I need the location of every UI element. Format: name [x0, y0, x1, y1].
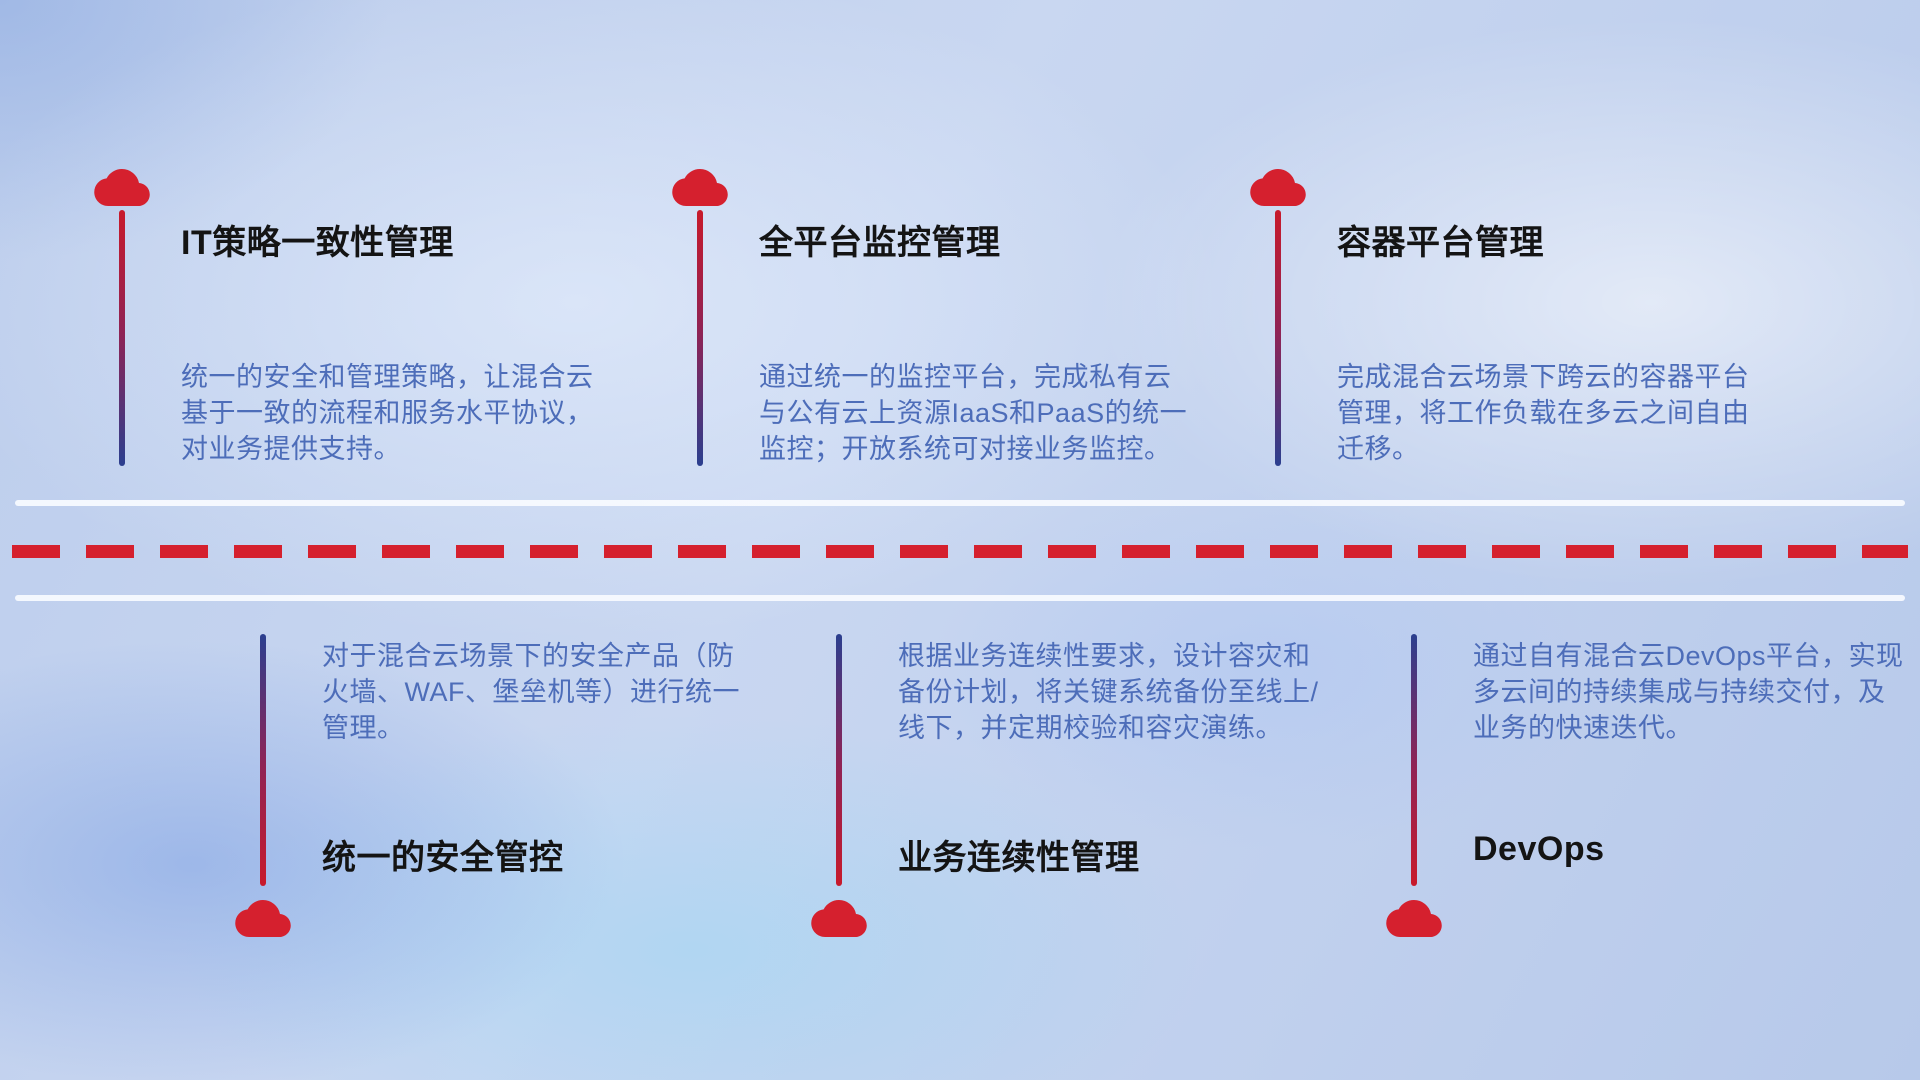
connector-stem — [119, 210, 125, 466]
timeline-solid-line-top — [15, 500, 1905, 506]
cloud-icon — [672, 169, 728, 206]
feature-card-devops: 通过自有混合云DevOps平台，实现多云间的持续集成与持续交付，及业务的快速迭代… — [1386, 634, 1920, 944]
connector-stem — [260, 634, 266, 886]
cloud-icon — [1250, 169, 1306, 206]
connector-stem — [836, 634, 842, 886]
feature-title: 业务连续性管理 — [898, 839, 1140, 877]
feature-card-container: 容器平台管理 完成混合云场景下跨云的容器平台管理，将工作负载在多云之间自由迁移。 — [1250, 169, 1790, 479]
cloud-icon — [811, 900, 867, 937]
feature-title: 统一的安全管控 — [322, 839, 564, 877]
feature-card-security: 对于混合云场景下的安全产品（防火墙、WAF、堡垒机等）进行统一管理。 统一的安全… — [235, 634, 775, 944]
connector-stem — [1411, 634, 1417, 886]
feature-card-monitoring: 全平台监控管理 通过统一的监控平台，完成私有云与公有云上资源IaaS和PaaS的… — [672, 169, 1212, 479]
timeline-dashed-line — [12, 545, 1908, 558]
cloud-icon — [1386, 900, 1442, 937]
feature-description: 对于混合云场景下的安全产品（防火墙、WAF、堡垒机等）进行统一管理。 — [322, 641, 740, 743]
feature-title: 容器平台管理 — [1337, 224, 1544, 262]
cloud-icon — [94, 169, 150, 206]
cloud-icon — [235, 900, 291, 937]
feature-title: IT策略一致性管理 — [181, 224, 454, 262]
feature-title: DevOps — [1473, 830, 1605, 868]
feature-description: 通过统一的监控平台，完成私有云与公有云上资源IaaS和PaaS的统一监控；开放系… — [759, 362, 1188, 464]
feature-description: 根据业务连续性要求，设计容灾和备份计划，将关键系统备份至线上/线下，并定期校验和… — [898, 641, 1319, 743]
feature-description: 完成混合云场景下跨云的容器平台管理，将工作负载在多云之间自由迁移。 — [1337, 362, 1750, 464]
timeline-solid-line-bottom — [15, 595, 1905, 601]
feature-title: 全平台监控管理 — [759, 224, 1001, 262]
feature-description: 通过自有混合云DevOps平台，实现多云间的持续集成与持续交付，及业务的快速迭代… — [1473, 641, 1904, 743]
feature-description: 统一的安全和管理策略，让混合云基于一致的流程和服务水平协议，对业务提供支持。 — [181, 362, 594, 464]
connector-stem — [697, 210, 703, 466]
feature-card-business-continuity: 根据业务连续性要求，设计容灾和备份计划，将关键系统备份至线上/线下，并定期校验和… — [811, 634, 1351, 944]
feature-card-it-policy: IT策略一致性管理 统一的安全和管理策略，让混合云基于一致的流程和服务水平协议，… — [94, 169, 634, 479]
connector-stem — [1275, 210, 1281, 466]
